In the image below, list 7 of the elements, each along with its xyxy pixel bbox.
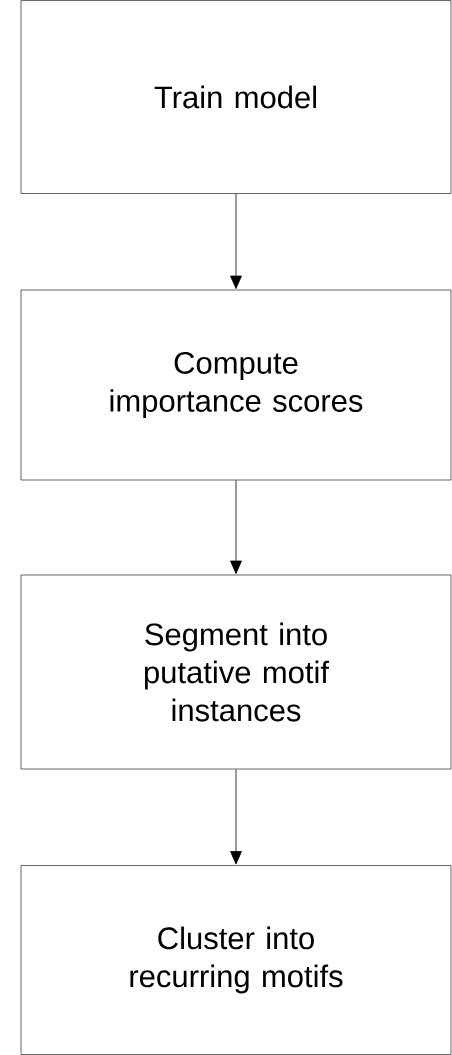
arrow xyxy=(230,480,242,574)
process-box: Train model xyxy=(20,0,452,194)
process-box: Segment into putative motif instances xyxy=(20,574,452,770)
arrow xyxy=(230,193,242,289)
arrow xyxy=(230,769,242,865)
process-box: Compute importance scores xyxy=(20,289,452,481)
process-box: Cluster into recurring motifs xyxy=(20,865,452,1055)
